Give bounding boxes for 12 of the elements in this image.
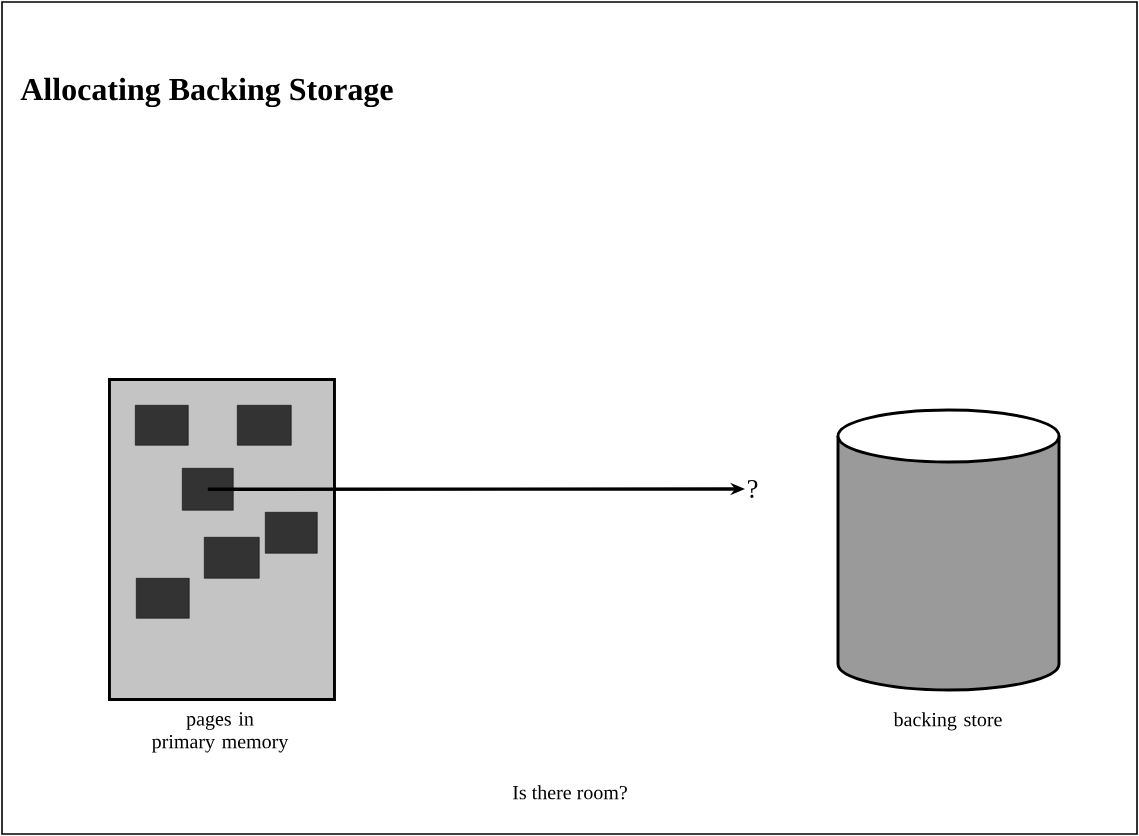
cylinder-drawing [836, 408, 1061, 692]
node-label: backing store [893, 712, 1002, 731]
page-block [182, 468, 234, 511]
question-text: Is there room? [513, 785, 627, 800]
page-block [204, 537, 260, 579]
page-block [135, 405, 189, 446]
page-block [265, 512, 318, 554]
question-mark: ? [748, 480, 758, 498]
page-block [237, 405, 292, 446]
node-label: pages in primary memory [152, 712, 289, 753]
slide-title: Allocating Backing Storage [20, 77, 393, 108]
page-block [136, 578, 190, 619]
